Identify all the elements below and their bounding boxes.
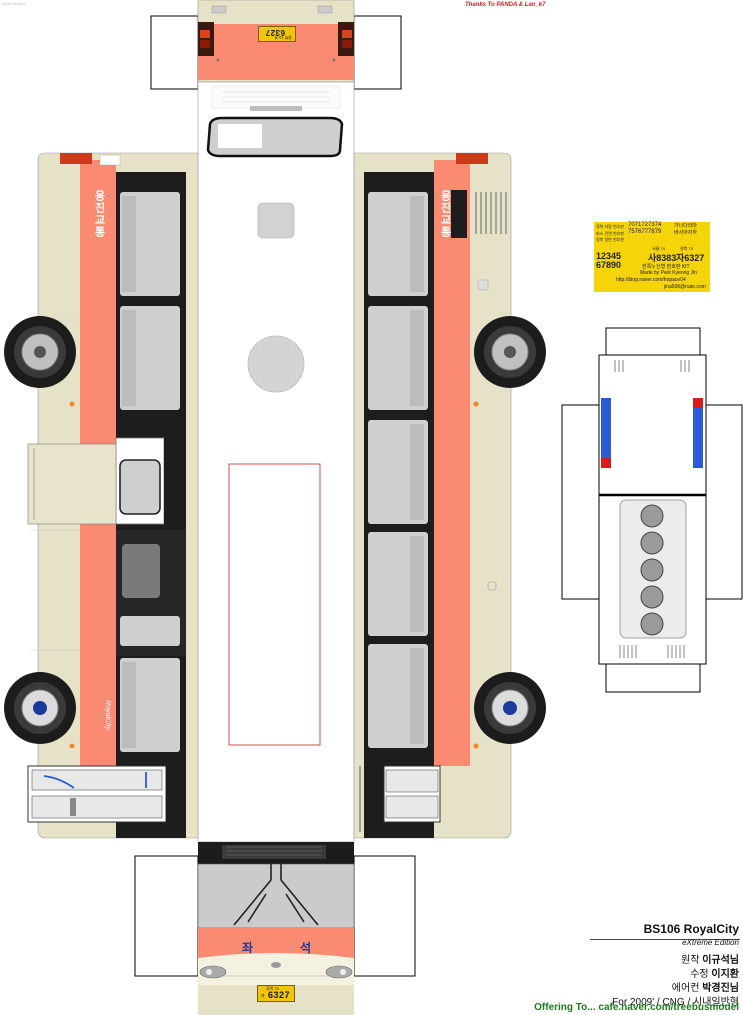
card-plate-1: 사8383 (648, 253, 677, 263)
roof-glue-outline (228, 463, 321, 746)
card-digits-1: 12345 (596, 251, 622, 261)
right-grille (475, 192, 507, 234)
front-plate-small: 경북 70 (266, 986, 279, 991)
left-wheel-front (4, 672, 76, 744)
right-wheel-front (474, 672, 546, 744)
wiper-left (233, 864, 272, 926)
rear-flap-right (353, 15, 402, 90)
card-line-3: 경북 일반 번호판 (596, 237, 624, 242)
edition-label: eXtreme Edition (682, 938, 739, 947)
version-line: For 2009' / CNG / 시내일반형 (612, 997, 739, 1008)
card-line-1: 7071727374 (628, 222, 662, 228)
top-credit: Thanks To PANDA & Lan_k7 (465, 2, 546, 8)
corner-version-mark: 2009 version (2, 1, 25, 6)
front-plate-number: 6327 (268, 990, 291, 1000)
right-wheel-rear (474, 316, 546, 388)
right-side-route-text: 용진교통 (439, 190, 451, 238)
rear-license-plate: 경북 70 자 6327 (258, 26, 296, 42)
roof-hatch-small (257, 202, 295, 239)
ac-unit-cutout (561, 327, 743, 693)
wiper-right (280, 864, 319, 926)
rear-window (206, 116, 344, 158)
credit-aircon: 에어컨 박경진님 (672, 979, 739, 994)
card-credit-4: jina506@nate.com (664, 284, 706, 290)
front-vent-slats (226, 846, 322, 856)
front-plate-prefix: 자 (261, 993, 265, 998)
card-small-2: 경북 70 (680, 246, 693, 251)
card-note-1: 경북 차량 번호판 (596, 224, 624, 229)
credit-aircon-name: 박경진님 (702, 983, 739, 994)
front-route-right-char: 석 (300, 941, 311, 955)
card-digits-2: 67890 (596, 260, 622, 270)
left-side-panel (27, 152, 199, 839)
front-face (197, 863, 355, 1015)
right-side-panel (353, 152, 512, 839)
credit-aircon-label: 에어컨 (671, 983, 700, 994)
credit-original-label: 원작 (681, 955, 700, 966)
credit-edit: 수정 이지환 (690, 965, 739, 980)
rear-plate-number: 6327 (265, 28, 285, 37)
front-route-left-char: 좌 (242, 940, 253, 955)
card-credit-2: Made by Park Kyeong Jin (640, 270, 697, 276)
credit-original-name: 이규석님 (702, 955, 739, 966)
left-side-model-mark: RoyalCity (104, 700, 111, 730)
rear-flap-left (150, 15, 199, 90)
front-flap-left (134, 855, 199, 977)
left-wheel-rear (4, 316, 76, 388)
card-small-1: 서울 74 (652, 246, 665, 251)
credit-original: 원작 이규석님 (681, 951, 739, 966)
offering-line: Offering To... cafe.naver.com/treebusmod… (534, 1002, 739, 1013)
roof-dome-vent (247, 335, 305, 393)
card-note-2: 버스 전면 번호판 (596, 231, 624, 236)
left-side-route-text: 용진교통 (93, 190, 105, 238)
front-flap-right (353, 855, 416, 977)
credit-edit-name: 이지환 (711, 969, 739, 980)
roof-ac-unit (211, 85, 341, 111)
card-note-2b: 바사아자하 (674, 230, 698, 236)
card-credit-1: 한쪽's 신형 번호판 KIT (642, 264, 690, 270)
model-title: BS106 RoyalCity (643, 922, 739, 936)
card-line-2: 7576777879 (628, 229, 662, 235)
credit-edit-label: 수정 (690, 969, 709, 980)
card-note-1b: 가나다라마 (674, 223, 698, 229)
card-credit-3: http://blog.naver.com/hopace04 (616, 277, 686, 283)
roof-panel (197, 81, 355, 843)
plate-kit-card: 경북 차량 번호판 7071727374 가나다라마 버스 전면 번호판 757… (594, 222, 710, 292)
title-underline (590, 939, 740, 940)
card-plate-2: 자6327 (676, 253, 705, 263)
front-license-plate: 경북 70 자 6327 (257, 985, 295, 1002)
